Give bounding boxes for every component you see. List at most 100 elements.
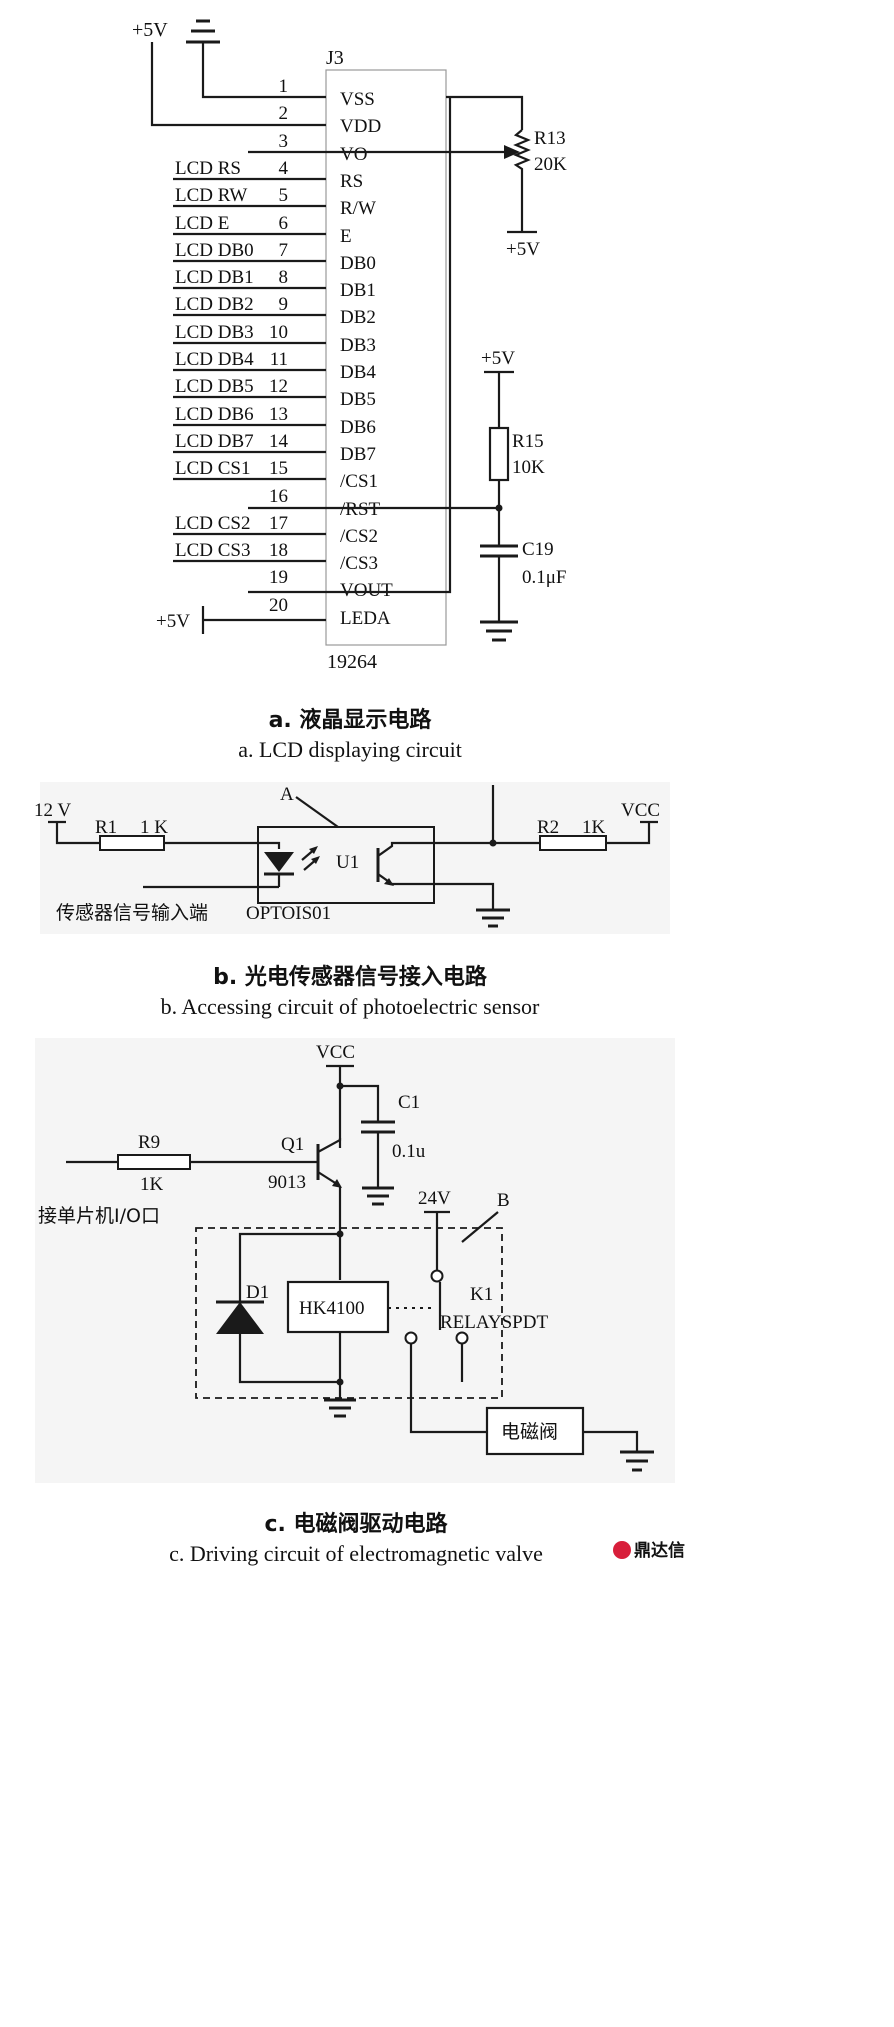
q1-part: 9013 (268, 1172, 306, 1193)
pin-signal-label: LCD DB5 (175, 376, 254, 397)
pin-name: DB6 (340, 417, 376, 438)
r2-right-wire (606, 822, 651, 845)
marker-a-label: A (280, 784, 294, 805)
valve-label: 电磁阀 (501, 1421, 558, 1443)
pin-name: RS (340, 171, 363, 192)
r13-resistor (513, 129, 531, 232)
d1-label: D1 (246, 1282, 269, 1303)
relay-nc-terminal (404, 1331, 418, 1345)
c1-name: C1 (398, 1092, 420, 1113)
vout-wire (248, 97, 452, 594)
pin-signal-label: LCD DB3 (175, 322, 254, 343)
vdd-wire (150, 42, 326, 127)
pin-name: DB1 (340, 280, 376, 301)
pin-signal-label: LCD CS2 (175, 513, 251, 534)
d1-diode (216, 1302, 264, 1334)
collector-wire (377, 841, 540, 857)
caption-a-en: a. LCD displaying circuit (238, 737, 462, 762)
relay-supply-label: 24V (418, 1188, 451, 1209)
emitter-wire (392, 882, 495, 910)
pin-name: DB4 (340, 362, 376, 383)
marker-b-leader (461, 1211, 499, 1243)
sensor-circuit: 12 V R1 1 K U1 A (34, 782, 670, 1019)
relay-module-outline (195, 1227, 503, 1399)
ground-symbol-b (476, 908, 510, 928)
pin-name: DB0 (340, 253, 376, 274)
marker-a-leader (295, 796, 339, 828)
r13-value: 20K (534, 154, 567, 175)
j3-connector-body (325, 69, 447, 646)
pin-signal-label: LCD CS1 (175, 458, 251, 479)
pin-name: /CS1 (340, 471, 378, 492)
r15-supply: +5V (481, 348, 515, 369)
caption-b-zh: b. 光电传感器信号接入电路 (213, 964, 488, 990)
supply-12v-label: 12 V (34, 800, 71, 821)
optocoupler-body (257, 826, 435, 904)
coil-label: HK4100 (299, 1298, 364, 1319)
ground-symbol-c19 (480, 620, 518, 642)
pin-signal-label: LCD RS (175, 158, 241, 179)
pin-number: 17 (269, 513, 288, 534)
c1-value: 0.1u (392, 1141, 426, 1162)
pin-number: 11 (270, 349, 288, 370)
r9-name: R9 (138, 1132, 160, 1153)
pin-name: DB5 (340, 389, 376, 410)
r15-name: R15 (512, 431, 544, 452)
pin-number: 18 (269, 540, 288, 561)
pin-name: VO (340, 144, 367, 165)
r1-resistor (99, 835, 165, 851)
ground-symbol-c1 (362, 1186, 394, 1206)
relay-common-terminal (430, 1269, 444, 1283)
pin-name: VDD (340, 116, 381, 137)
supply-top-label: +5V (132, 19, 168, 41)
pin-name: LEDA (340, 608, 391, 629)
r1-right-wire (164, 841, 281, 849)
caption-c-en: c. Driving circuit of electromagnetic va… (169, 1541, 543, 1566)
r2-name: R2 (537, 817, 559, 838)
r1-left-wire (55, 822, 100, 845)
emitter-arrow (384, 878, 394, 886)
q1-name: Q1 (281, 1134, 304, 1155)
q1-collector (317, 1138, 342, 1153)
sensor-input-label: 传感器信号输入端 (56, 902, 208, 924)
pin-signal-label: LCD DB4 (175, 349, 254, 370)
pin-number: 9 (279, 294, 289, 315)
watermark-logo-icon (613, 1541, 631, 1559)
r13-wiper-arrow (504, 145, 520, 159)
light-arrows-icon (301, 846, 320, 871)
pin-number: 3 (279, 131, 289, 152)
r13-top-wire (446, 95, 524, 130)
pin-number: 1 (279, 76, 289, 97)
vss-wire (201, 42, 326, 99)
pin-signal-label: LCD E (175, 213, 229, 234)
vcc-label-c: VCC (316, 1042, 355, 1063)
ground-symbol-coil (324, 1398, 356, 1418)
pin-name: /RST (340, 499, 381, 520)
r13-supply: +5V (506, 239, 540, 260)
r15-value: 10K (512, 457, 545, 478)
coil-bottom-junction (336, 1378, 344, 1386)
valve-circuit: VCC C1 0.1u R9 1K Q1 9013 接单片机I/O口 (35, 1038, 675, 1566)
r1-name: R1 (95, 817, 117, 838)
caption-b-en: b. Accessing circuit of photoelectric se… (161, 994, 540, 1019)
r9-value: 1K (140, 1174, 164, 1195)
pin-number: 15 (269, 458, 288, 479)
leda-supply: +5V (156, 611, 190, 632)
pin-signal-label: LCD RW (175, 185, 247, 206)
j3-label: J3 (326, 47, 344, 69)
pin-name: DB3 (340, 335, 376, 356)
pin-number: 19 (269, 567, 288, 588)
caption-c-zh: c. 电磁阀驱动电路 (264, 1511, 448, 1537)
caption-a-zh: a. 液晶显示电路 (269, 707, 433, 733)
pin-signal-label: LCD DB1 (175, 267, 254, 288)
pin-number: 10 (269, 322, 288, 343)
optocoupler-part: OPTOIS01 (246, 903, 331, 924)
r15-resistor (488, 426, 510, 482)
pin-name: VSS (340, 89, 375, 110)
pin-name: DB2 (340, 307, 376, 328)
panel-b-background (40, 782, 670, 934)
pin-number: 12 (269, 376, 288, 397)
pin-number: 6 (279, 213, 289, 234)
